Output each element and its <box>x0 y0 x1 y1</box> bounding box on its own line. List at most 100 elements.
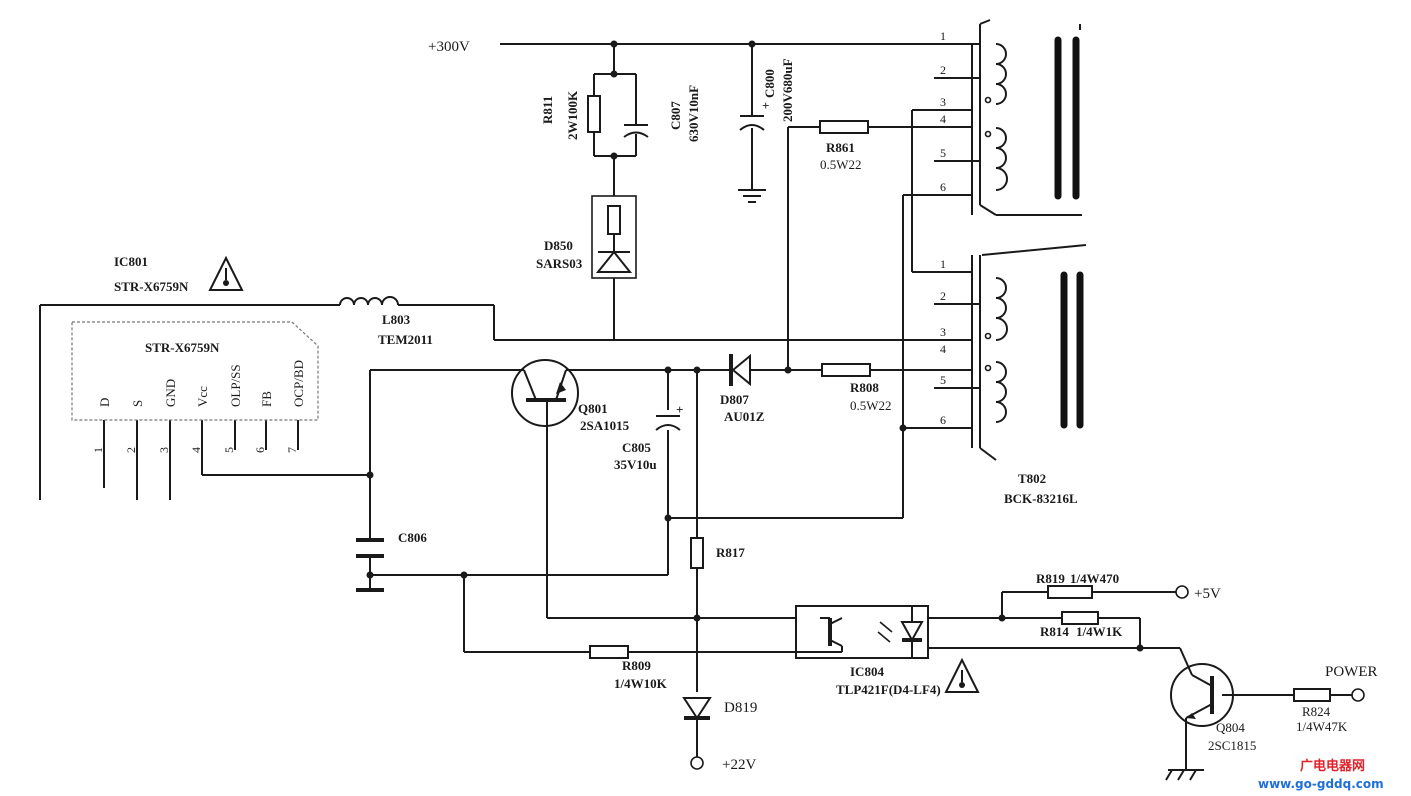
c807-value: 630V10nF <box>686 85 701 142</box>
ic801-pin-num: 2 <box>124 447 138 453</box>
terminal-5v <box>1175 585 1189 599</box>
r861-resistor <box>819 120 869 134</box>
ic801-pin-num: 6 <box>253 447 267 453</box>
r824-ref: R824 <box>1302 704 1331 719</box>
ic801-pin-num: 4 <box>189 447 203 453</box>
labels: +300V +5V +22V POWER IC801 STR-X6759N ST… <box>91 29 1384 791</box>
r814-value: 1/4W1K <box>1076 624 1123 639</box>
t802-pin: 6 <box>940 180 946 194</box>
ic801-pin-num: 7 <box>285 447 299 453</box>
c807-capacitor <box>623 124 649 138</box>
supply-5v-label: +5V <box>1194 586 1221 602</box>
q801-ref: Q801 <box>578 401 608 416</box>
ic801-pin-name: Vcc <box>195 386 210 407</box>
c805-ref: C805 <box>622 440 651 455</box>
r817-resistor <box>690 537 704 569</box>
terminal-power <box>1351 688 1365 702</box>
t802-value: BCK-83216L <box>1004 491 1078 506</box>
r861-value: 0.5W22 <box>820 157 862 172</box>
ic804-optocoupler <box>795 605 929 659</box>
t802-pin: 1 <box>940 29 946 43</box>
t802-pin: 4 <box>940 112 946 126</box>
ic801-pin-name: OCP/BD <box>291 360 306 407</box>
ic801-body <box>71 321 319 421</box>
ic801-inner-label: STR-X6759N <box>145 340 220 355</box>
c805-capacitor: + <box>655 402 683 431</box>
d819-ref: D819 <box>724 700 757 716</box>
r809-resistor <box>589 645 629 659</box>
ic801-pin-name: D <box>97 398 112 407</box>
ic801-pin-num: 5 <box>222 447 236 453</box>
supply-22v-label: +22V <box>722 757 756 773</box>
q804-ref: Q804 <box>1216 720 1245 735</box>
q804-value: 2SC1815 <box>1208 738 1256 753</box>
supply-300v-label: +300V <box>428 39 470 55</box>
ic801-pin-num: 3 <box>157 447 171 453</box>
c800-ref: C800 <box>762 69 777 98</box>
d850-value: SARS03 <box>536 256 583 271</box>
r811-ref: R811 <box>540 96 555 124</box>
t802-pin: 2 <box>940 289 946 303</box>
r861-ref: R861 <box>826 140 855 155</box>
ic804-value: TLP421F(D4-LF4) <box>836 682 941 697</box>
r824-resistor <box>1293 688 1331 702</box>
r819-ref: R819 <box>1036 571 1065 586</box>
t802-pin: 3 <box>940 325 946 339</box>
r814-resistor <box>1061 611 1099 625</box>
r811-value: 2W100K <box>565 90 580 140</box>
svg-text:+: + <box>762 98 769 113</box>
r811-resistor <box>587 95 601 133</box>
r824-value: 1/4W47K <box>1296 719 1348 734</box>
ic801-pin-num: 1 <box>91 447 105 453</box>
r819-resistor <box>1047 585 1093 599</box>
l803-ref: L803 <box>382 312 411 327</box>
t802-pin: 2 <box>940 63 946 77</box>
d807-value: AU01Z <box>724 409 765 424</box>
d819-diode <box>682 697 712 720</box>
c806-capacitor <box>356 538 384 592</box>
c805-value: 35V10u <box>614 457 657 472</box>
ic801-pin-name: GND <box>163 379 178 407</box>
r809-value: 1/4W10K <box>614 676 668 691</box>
c807-ref: C807 <box>668 101 683 130</box>
d850-ref: D850 <box>544 238 573 253</box>
power-label: POWER <box>1325 664 1378 680</box>
t802-pin: 5 <box>940 373 946 387</box>
d807-ref: D807 <box>720 392 749 407</box>
c806-ref: C806 <box>398 530 427 545</box>
q801-transistor <box>511 359 579 427</box>
c800-capacitor: + <box>739 98 769 131</box>
warning-icon <box>208 255 244 291</box>
ic801-pin-name: FB <box>259 391 274 407</box>
ic801-pin-name: S <box>130 400 145 407</box>
r817-ref: R817 <box>716 545 745 560</box>
ground-icon <box>738 189 766 203</box>
svg-text:+: + <box>676 402 683 417</box>
l803-inductor <box>339 296 399 306</box>
watermark-url: www.go-gddq.com <box>1258 777 1384 791</box>
junction-dots <box>366 40 1144 652</box>
t802-pin: 1 <box>940 257 946 271</box>
terminal-22v <box>690 756 704 770</box>
l803-value: TEM2011 <box>378 332 433 347</box>
t802-pin: 5 <box>940 146 946 160</box>
ic804-ref: IC804 <box>850 664 884 679</box>
ic801-part: STR-X6759N <box>114 279 189 294</box>
q804-transistor <box>1170 663 1234 727</box>
t802-ref: T802 <box>1018 471 1046 486</box>
q801-value: 2SA1015 <box>580 418 630 433</box>
t802-pin: 6 <box>940 413 946 427</box>
r814-ref: R814 <box>1040 624 1069 639</box>
r808-ref: R808 <box>850 380 879 395</box>
r808-value: 0.5W22 <box>850 398 892 413</box>
r819-value: 1/4W470 <box>1070 571 1119 586</box>
d850-diode <box>591 195 637 279</box>
wires <box>39 43 1352 770</box>
ground-icon <box>1165 769 1204 781</box>
ic801-ref: IC801 <box>114 254 148 269</box>
t802-pin: 3 <box>940 95 946 109</box>
c800-value: 200V680uF <box>780 58 795 122</box>
ic801-pin-name: OLP/SS <box>228 364 243 407</box>
